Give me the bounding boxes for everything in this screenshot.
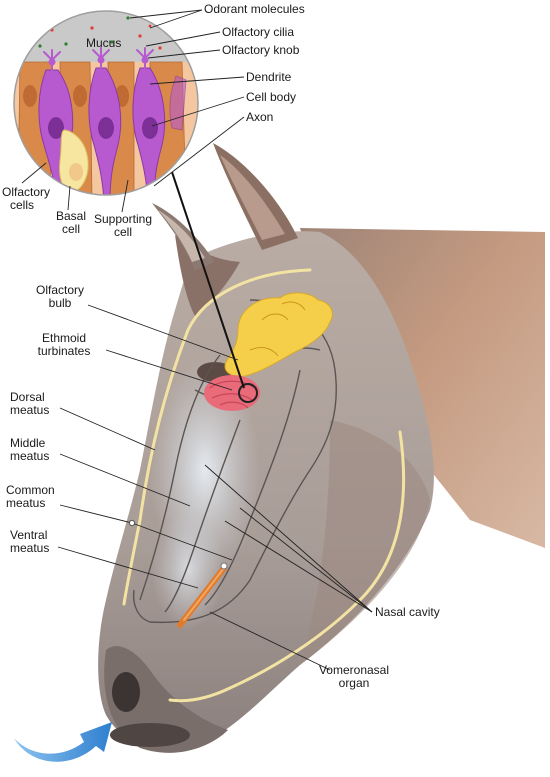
label-mucus: Mucus: [86, 36, 122, 50]
vomeronasal-organ: [177, 562, 228, 628]
olfactory-bulb: [224, 292, 333, 377]
label-dorsal-meatus: Dorsal meatus: [10, 391, 49, 417]
label-olfactory-bulb: Olfactory bulb: [30, 284, 90, 310]
zoom-connector: [171, 171, 245, 389]
label-ethmoid-turbinates: Ethmoid turbinates: [22, 332, 106, 358]
olfactory-cell-nuclei: [48, 117, 158, 139]
basal-cell: [59, 129, 89, 193]
label-olfactory-cilia: Olfactory cilia: [222, 25, 295, 39]
label-nasal-cavity: Nasal cavity: [375, 605, 440, 619]
label-dorsal-meatus-line2: meatus: [10, 403, 50, 417]
label-ventral-meatus: Ventral meatus: [10, 529, 49, 555]
label-middle-meatus-line2: meatus: [10, 449, 50, 463]
label-ventral-meatus-line2: meatus: [10, 541, 50, 555]
label-vomeronasal-organ: Vomeronasal organ: [308, 664, 400, 690]
label-ethmoid-turbinates-line1: Ethmoid: [41, 331, 87, 345]
label-supporting-cell: Supporting cell: [92, 213, 154, 239]
label-axon: Axon: [246, 110, 274, 124]
label-middle-meatus: Middle meatus: [10, 437, 49, 463]
nasal-outline: [122, 268, 406, 703]
label-supporting-cell-line1: Supporting: [93, 212, 153, 226]
label-cell-body: Cell body: [246, 90, 297, 104]
label-ventral-meatus-line1: Ventral: [10, 528, 48, 542]
label-vomeronasal-organ-line1: Vomeronasal: [318, 663, 390, 677]
olfactory-knobs: [48, 56, 149, 66]
label-olfactory-bulb-line1: Olfactory: [35, 283, 84, 297]
label-dendrite: Dendrite: [246, 70, 292, 84]
label-basal-cell: Basal cell: [52, 210, 90, 236]
label-olfactory-cells: Olfactory cells: [2, 185, 51, 212]
odorant-molecules: [38, 16, 162, 50]
horse-head: [98, 143, 545, 753]
label-common-meatus: Common meatus: [6, 484, 55, 510]
label-supporting-cell-line2: cell: [113, 225, 132, 239]
label-basal-cell-line1: Basal: [55, 209, 87, 223]
label-olfactory-cells-line1: Olfactory: [2, 185, 51, 199]
label-basal-cell-line2: cell: [61, 222, 80, 236]
label-olfactory-cells-line2: cells: [9, 198, 34, 212]
label-olfactory-knob: Olfactory knob: [222, 43, 300, 57]
airflow-arrow-icon: [14, 722, 112, 762]
label-dorsal-meatus-line1: Dorsal: [10, 390, 45, 404]
label-middle-meatus-line1: Middle: [10, 436, 46, 450]
label-olfactory-bulb-line2: bulb: [48, 296, 72, 310]
label-ethmoid-turbinates-line2: turbinates: [37, 344, 91, 358]
label-common-meatus-line2: meatus: [6, 496, 46, 510]
bulb-folds: [249, 301, 306, 357]
label-odorant-molecules: Odorant molecules: [204, 2, 305, 16]
ethmoid-turbinates: [204, 375, 260, 411]
label-common-meatus-line1: Common: [6, 483, 55, 497]
label-vomeronasal-organ-line2: organ: [338, 676, 370, 690]
leader-lines: [21, 9, 373, 671]
